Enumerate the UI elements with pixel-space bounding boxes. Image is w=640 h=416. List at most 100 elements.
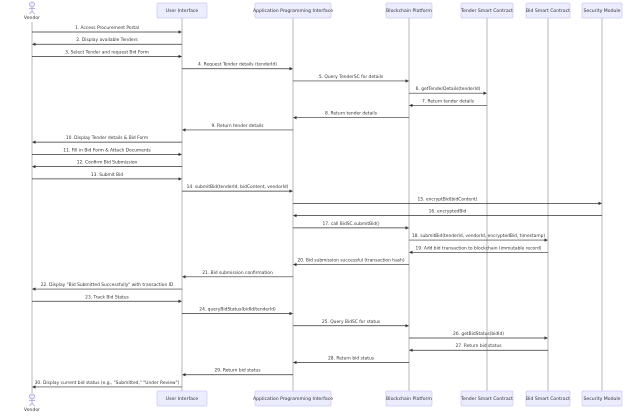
message-29: 29. Return bid status [182,368,293,377]
participant-box [460,390,514,407]
message-label: 2. Display available Tenders [76,37,138,43]
participant-label: Bid Smart Contract [526,396,570,402]
participant-box [156,390,208,407]
message-label: 1. Access Procurement Portal [75,25,139,31]
message-18: 18. submitBid(tenderId, vendorId, encryp… [409,233,548,242]
message-22: 22. Display "Bid Submitted Successfully"… [32,282,182,291]
message-27: 27. Return bid status [409,343,548,352]
message-10: 10. Display Tender details & Bid Form [32,135,182,144]
message-label: 26. getBidStatus(bidId) [453,331,504,337]
message-label: 30. Display current bid status (e.g., "S… [35,380,180,386]
message-12: 12. Confirm Bid Submission [32,160,182,169]
message-label: 11. Fill in Bid Form & Attach Documents [63,147,151,153]
message-11: 11. Fill in Bid Form & Attach Documents [32,147,182,157]
message-label: 29. Return bid status [214,368,261,374]
participant-sec-top: Security Module [581,2,623,19]
message-label: 23. Track Bid Status [85,294,129,300]
participant-sec-bottom: Security Module [581,390,623,407]
message-label: 16. encryptedBid [429,209,467,215]
message-label: 4. Request Tender details (tenderId) [198,62,277,68]
participants-top: Vendor User Interface Application Programm… [24,1,623,21]
participant-box [460,2,514,19]
message-3: 3. Select Tender and request Bid Form [32,49,182,59]
message-label: 3. Select Tender and request Bid Form [65,49,149,55]
participant-bsc-bottom: Bid Smart Contract [525,390,571,407]
message-5: 5. Query TenderSC for details [293,74,409,83]
actor-leg-icon [31,402,35,407]
participant-bc-top: Blockchain Platform [385,2,433,19]
message-label: 6. getTenderDetails(tenderId) [416,86,481,92]
participant-label: Blockchain Platform [386,396,432,402]
participant-label: Security Module [583,396,620,402]
message-1: 1. Access Procurement Portal [32,25,182,34]
participant-tsc-bottom: Tender Smart Contract [460,390,514,407]
message-label: 15. encryptBid(bidContent) [418,196,478,202]
message-label: 10. Display Tender details & Bid Form [66,135,148,141]
message-label: 24. queryBidStatus(bidId/tenderId) [199,307,276,313]
participant-label: User Interface [166,8,199,14]
message-2: 2. Display available Tenders [32,37,182,46]
participant-box [156,2,208,19]
participant-api-bottom: Application Programming Interface [253,390,333,407]
message-6: 6. getTenderDetails(tenderId) [409,86,487,95]
message-label: 27. Return bid status [455,343,502,349]
message-label: 22. Display "Bid Submitted Successfully"… [41,282,174,288]
message-24: 24. queryBidStatus(bidId/tenderId) [182,307,293,316]
message-label: 28. Return bid status [328,355,375,361]
messages: 1. Access Procurement Portal 2. Display a… [32,25,602,389]
participant-box [581,390,623,407]
message-label: 7. Return tender details [422,98,475,104]
participant-ui-bottom: User Interface [156,390,208,407]
message-26: 26. getBidStatus(bidId) [409,331,548,340]
participant-label: Tender Smart Contract [460,396,513,402]
participant-box [385,390,433,407]
message-label: 8. Return tender details [325,111,378,117]
message-9: 9. Return tender details [182,123,293,132]
message-label: 19. Add bid transaction to blockchain (i… [416,245,542,251]
participant-tsc-top: Tender Smart Contract [460,2,514,19]
message-21: 21. Bid submission confirmation [182,270,293,279]
message-17: 17. call BidSC.submitBid() [293,221,409,230]
participant-box [385,2,433,19]
message-16: 16. encryptedBid [293,209,602,218]
message-label: 14. submitBid(tenderId, bidContent, vend… [187,184,289,190]
participant-ui-top: User Interface [156,2,208,19]
message-label: 25. Query BidSC for status [322,319,381,325]
message-label: 18. submitBid(tenderId, vendorId, encryp… [412,233,546,239]
participants-bottom: Vendor User Interface Application Programm… [24,390,623,413]
participant-label: Application Programming Interface [253,396,333,402]
lifelines [31,18,603,393]
message-19: 19. Add bid transaction to blockchain (i… [409,245,548,255]
participant-label: Blockchain Platform [386,8,432,14]
participant-box [525,2,571,19]
participant-label: Vendor [24,15,40,21]
participant-label: Vendor [24,407,40,413]
participant-bsc-top: Bid Smart Contract [525,2,571,19]
actor-head-icon [29,393,35,400]
participant-vendor-top: Vendor [24,1,40,21]
message-label: 5. Query TenderSC for details [319,74,384,80]
actor-leg-icon [29,402,33,407]
message-13: 13. Submit Bid [32,172,182,181]
participant-label: User Interface [166,396,199,402]
participant-label: Bid Smart Contract [526,8,570,14]
participant-box [525,390,571,407]
actor-leg-icon [31,10,35,15]
participant-bc-bottom: Blockchain Platform [385,390,433,407]
message-label: 17. call BidSC.submitBid() [322,221,379,227]
message-label: 9. Return tender details [211,123,264,129]
message-label: 21. Bid submission confirmation [202,270,273,276]
participant-label: Application Programming Interface [253,8,333,14]
actor-head-icon [29,1,35,8]
message-4: 4. Request Tender details (tenderId) [182,62,293,71]
message-20: 20. Bid submission successful (transacti… [293,258,409,267]
participant-label: Tender Smart Contract [460,8,513,14]
actor-leg-icon [29,10,33,15]
message-label: 13. Submit Bid [91,172,124,178]
participant-label: Security Module [583,8,620,14]
participant-api-top: Application Programming Interface [253,2,333,19]
participant-vendor-bottom: Vendor [24,393,40,413]
message-label: 12. Confirm Bid Submission [77,160,138,166]
message-15: 15. encryptBid(bidContent) [293,196,602,206]
